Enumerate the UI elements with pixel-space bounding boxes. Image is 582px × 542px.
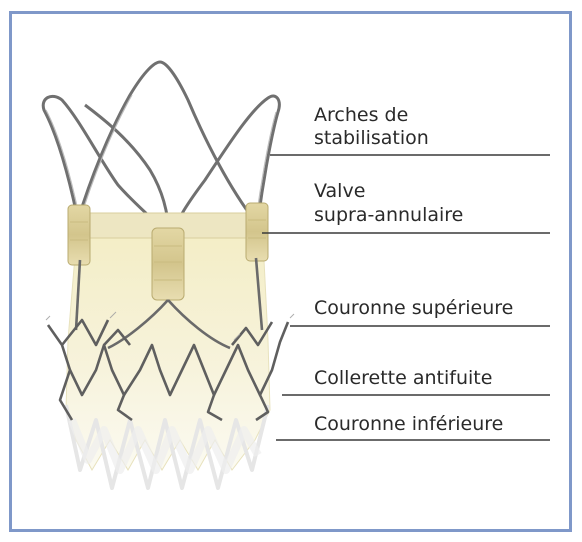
commissure-post-right: [246, 203, 268, 261]
label-arches-line2: stabilisation: [314, 127, 429, 150]
label-arches-line1: Arches de: [314, 104, 408, 127]
label-couronne-superieure: Couronne supérieure: [314, 297, 513, 320]
commissure-post-center: [152, 228, 184, 300]
label-couronne-inferieure: Couronne inférieure: [314, 413, 503, 436]
label-collerette-antifuite: Collerette antifuite: [314, 367, 492, 390]
commissure-post-left: [68, 205, 90, 265]
label-valve-line2: supra-annulaire: [314, 204, 463, 227]
label-valve-line1: Valve: [314, 180, 365, 203]
